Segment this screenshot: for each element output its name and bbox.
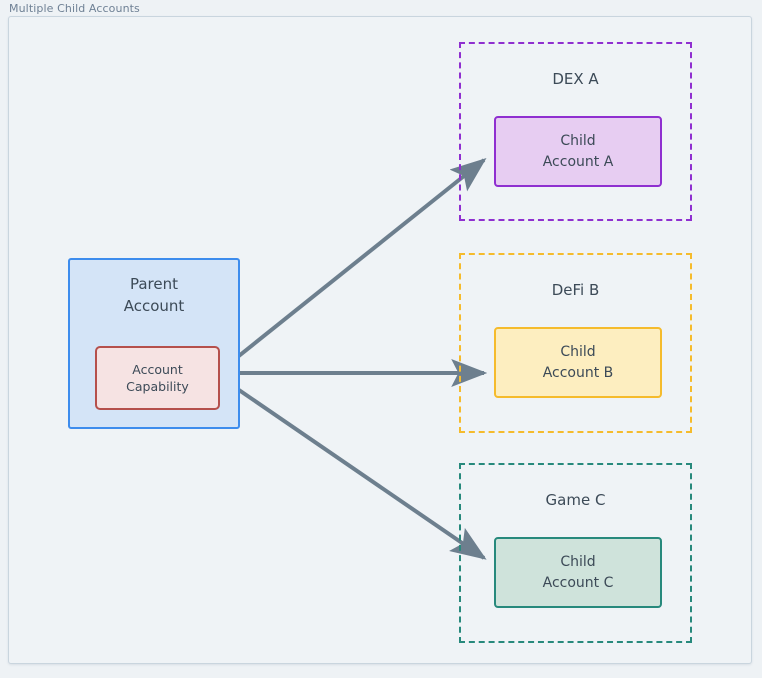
- container-defi-b-title: DeFi B: [551, 281, 600, 299]
- parent-account-node[interactable]: Parent Account Account Capability: [68, 258, 240, 429]
- parent-account-label-line2: Account: [123, 296, 185, 315]
- child-account-c-node[interactable]: Child Account C: [494, 537, 662, 608]
- child-account-c-label-line2: Account C: [542, 574, 614, 591]
- account-capability-label-line1: Account: [132, 361, 183, 377]
- container-dex-a-title: DEX A: [552, 70, 599, 88]
- child-account-b-label-line2: Account B: [542, 364, 614, 381]
- child-account-b-node[interactable]: Child Account B: [494, 327, 662, 398]
- child-account-c-label-line1: Child: [560, 553, 596, 570]
- container-game-c-title: Game C: [545, 491, 606, 509]
- child-account-a-label-line1: Child: [560, 132, 596, 149]
- child-account-a-node[interactable]: Child Account A: [494, 116, 662, 187]
- container-defi-b[interactable]: DeFi B: [459, 253, 692, 433]
- account-capability-label-line2: Capability: [126, 379, 189, 394]
- account-capability-node[interactable]: Account Capability: [95, 346, 220, 410]
- frame-title: Multiple Child Accounts: [9, 2, 140, 15]
- container-dex-a[interactable]: DEX A: [459, 42, 692, 221]
- container-game-c[interactable]: Game C: [459, 463, 692, 643]
- child-account-a-label-line2: Account A: [542, 153, 614, 170]
- child-account-b-label-line1: Child: [560, 343, 596, 360]
- parent-account-label-line1: Parent: [129, 275, 179, 293]
